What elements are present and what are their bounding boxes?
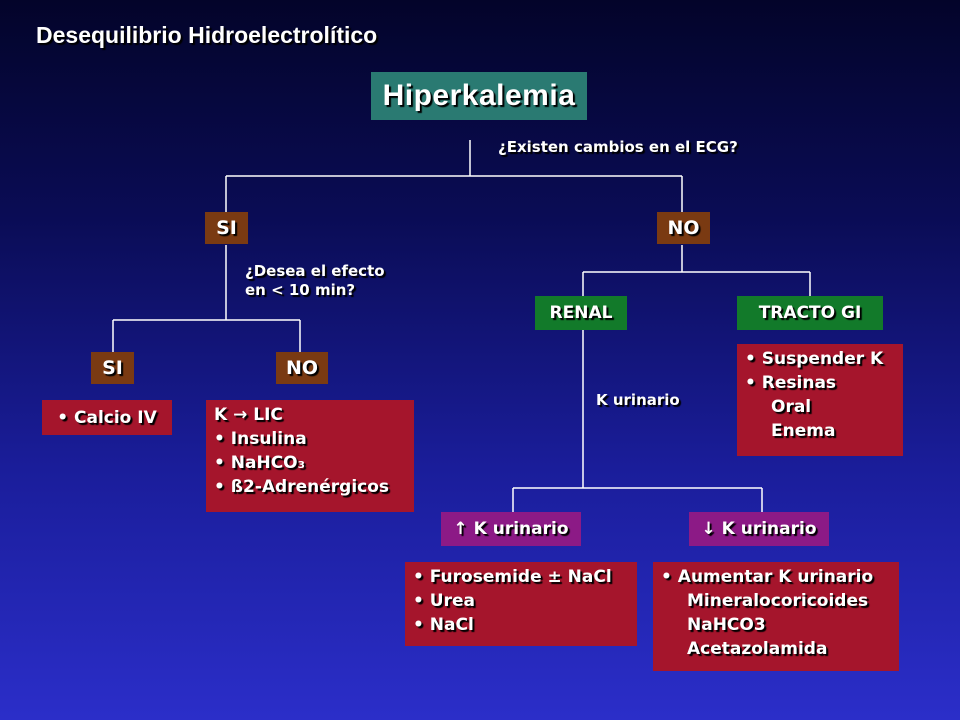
lic-header: K → LIC bbox=[214, 405, 283, 425]
k-up-treatment-box: • Furosemide ± NaCl • Urea • NaCl bbox=[405, 562, 637, 646]
calcio-box: • Calcio IV bbox=[42, 400, 172, 435]
k-up-box: ↑ K urinario bbox=[441, 512, 581, 546]
question-effect-line-2: en < 10 min? bbox=[245, 281, 356, 299]
no-top-box: NO bbox=[657, 212, 710, 244]
si-sub-box: SI bbox=[91, 352, 134, 384]
gi-treatment-box: • Suspender K • Resinas Oral Enema bbox=[737, 344, 903, 456]
gi-subitem-enema: Enema bbox=[771, 421, 836, 441]
up-item-furosemide: • Furosemide ± NaCl bbox=[413, 567, 612, 587]
up-item-nacl: • NaCl bbox=[413, 615, 474, 635]
up-item-urea: • Urea bbox=[413, 591, 475, 611]
lic-item-nahco3: • NaHCO₃ bbox=[214, 453, 306, 473]
gi-subitem-oral: Oral bbox=[771, 397, 812, 417]
k-down-box: ↓ K urinario bbox=[689, 512, 829, 546]
si-top-box: SI bbox=[205, 212, 248, 244]
tracto-gi-box: TRACTO GI bbox=[737, 296, 883, 330]
lic-item-insulina: • Insulina bbox=[214, 429, 307, 449]
question-effect-line-1: ¿Desea el efecto bbox=[245, 262, 385, 280]
slide-title: Desequilibrio Hidroelectrolítico bbox=[36, 22, 378, 48]
question-effect: ¿Desea el efecto en < 10 min? bbox=[245, 262, 385, 300]
k-down-treatment-box: • Aumentar K urinario Mineralocoricoides… bbox=[653, 562, 899, 671]
main-title-box: Hiperkalemia bbox=[371, 72, 587, 120]
lic-box: K → LIC • Insulina • NaHCO₃ • ß2-Adrenér… bbox=[206, 400, 414, 512]
k-urinario-label: K urinario bbox=[596, 391, 680, 409]
question-ecg: ¿Existen cambios en el ECG? bbox=[498, 138, 738, 156]
down-header: • Aumentar K urinario bbox=[661, 567, 874, 587]
lic-item-beta2: • ß2-Adrenérgicos bbox=[214, 477, 390, 497]
gi-item-suspender: • Suspender K bbox=[745, 349, 884, 369]
renal-box: RENAL bbox=[535, 296, 627, 330]
down-subitem-mineralocoricoides: Mineralocoricoides bbox=[687, 591, 869, 611]
no-sub-box: NO bbox=[276, 352, 328, 384]
down-subitem-nahco3: NaHCO3 bbox=[687, 615, 766, 635]
down-subitem-acetazolamida: Acetazolamida bbox=[687, 639, 828, 659]
gi-item-resinas: • Resinas bbox=[745, 373, 837, 393]
